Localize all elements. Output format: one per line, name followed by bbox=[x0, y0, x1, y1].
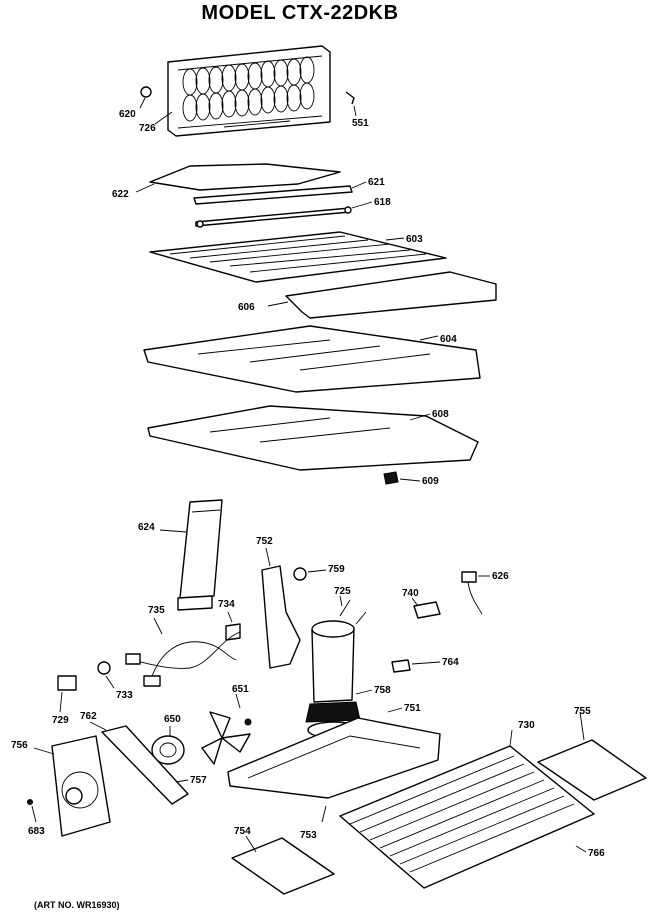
part-756-shroud bbox=[51, 735, 111, 837]
callout-608: 608 bbox=[432, 409, 449, 420]
callout-752: 752 bbox=[256, 536, 273, 547]
part-729-block bbox=[57, 675, 77, 691]
callout-740: 740 bbox=[402, 588, 419, 599]
callout-756: 756 bbox=[11, 740, 28, 751]
callout-753: 753 bbox=[300, 830, 317, 841]
part-626-cord bbox=[461, 571, 483, 615]
callout-730: 730 bbox=[518, 720, 535, 731]
callout-726: 726 bbox=[139, 123, 156, 134]
callout-683: 683 bbox=[28, 826, 45, 837]
callout-762: 762 bbox=[80, 711, 97, 722]
callout-551: 551 bbox=[352, 118, 369, 129]
part-608-pan bbox=[147, 405, 479, 471]
part-754-cover bbox=[231, 837, 335, 895]
callout-621: 621 bbox=[368, 177, 385, 188]
callout-733: 733 bbox=[116, 690, 133, 701]
part-603-grille bbox=[149, 231, 447, 283]
callout-651: 651 bbox=[232, 684, 249, 695]
callout-735: 735 bbox=[148, 605, 165, 616]
callout-759: 759 bbox=[328, 564, 345, 575]
part-651-fan-blade bbox=[201, 711, 252, 765]
part-740-clamp bbox=[413, 601, 441, 619]
part-759-grommet bbox=[293, 567, 307, 581]
callout-622: 622 bbox=[112, 189, 129, 200]
part-618-heater bbox=[195, 206, 352, 228]
callout-758: 758 bbox=[374, 685, 391, 696]
callout-757: 757 bbox=[190, 775, 207, 786]
callout-624: 624 bbox=[138, 522, 155, 533]
part-621-bracket bbox=[193, 185, 353, 205]
callout-603: 603 bbox=[406, 234, 423, 245]
callout-604: 604 bbox=[440, 334, 457, 345]
part-624-duct bbox=[177, 499, 223, 611]
part-622-cover bbox=[149, 163, 341, 191]
part-650-fan-motor bbox=[151, 735, 185, 765]
part-733-capacitor bbox=[97, 661, 111, 675]
part-730-condenser bbox=[339, 745, 595, 889]
art-number: (ART NO. WR16930) bbox=[34, 900, 120, 910]
callout-650: 650 bbox=[164, 714, 181, 725]
callout-620: 620 bbox=[119, 109, 136, 120]
part-735-harness bbox=[125, 631, 241, 687]
callout-609: 609 bbox=[422, 476, 439, 487]
part-762-duct bbox=[101, 725, 189, 805]
part-755-cover bbox=[537, 739, 647, 801]
part-725-compressor bbox=[311, 599, 367, 703]
part-751-base-pan bbox=[227, 717, 441, 799]
callout-626: 626 bbox=[492, 571, 509, 582]
part-764-overload bbox=[391, 659, 411, 673]
callout-606: 606 bbox=[238, 302, 255, 313]
callout-618: 618 bbox=[374, 197, 391, 208]
callout-755: 755 bbox=[574, 706, 591, 717]
part-683-screw bbox=[27, 799, 33, 805]
callout-766: 766 bbox=[588, 848, 605, 859]
part-551-screw bbox=[345, 91, 355, 105]
callout-729: 729 bbox=[52, 715, 69, 726]
part-752-bracket bbox=[261, 565, 301, 669]
diagram-title: MODEL CTX-22DKB bbox=[201, 2, 399, 24]
part-609-plug bbox=[383, 471, 399, 485]
part-734-relay bbox=[225, 623, 241, 641]
evaporator-coil bbox=[167, 45, 331, 137]
part-606-damper bbox=[285, 271, 497, 319]
part-604-tray bbox=[143, 325, 481, 393]
callout-725: 725 bbox=[334, 586, 351, 597]
callout-754: 754 bbox=[234, 826, 251, 837]
callout-764: 764 bbox=[442, 657, 459, 668]
callout-751: 751 bbox=[404, 703, 421, 714]
part-620-clip bbox=[139, 86, 152, 109]
callout-734: 734 bbox=[218, 599, 235, 610]
